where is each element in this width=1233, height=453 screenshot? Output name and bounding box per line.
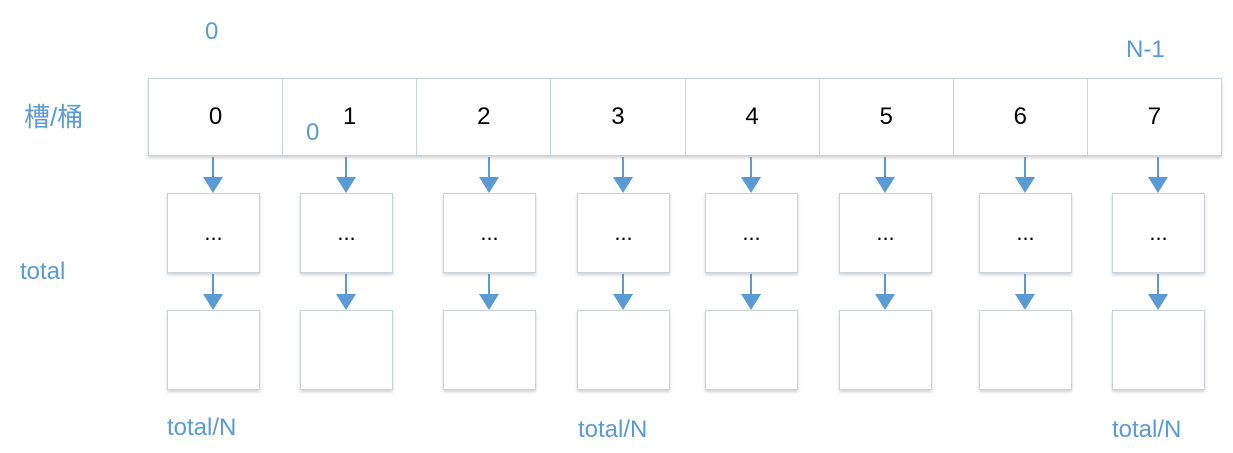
arrow-down [875, 274, 895, 310]
bottom-box [443, 310, 536, 390]
middle-box: ... [577, 193, 670, 273]
arrow-down [613, 157, 633, 193]
top-zero-label: 0 [205, 18, 219, 45]
slot-0: 0 [148, 78, 283, 156]
arrow-down [1148, 274, 1168, 310]
total-n-label-right: total/N [1112, 416, 1182, 443]
bottom-box [1112, 310, 1205, 390]
middle-box: ... [1112, 193, 1205, 273]
bottom-box [577, 310, 670, 390]
total-n-label-mid: total/N [578, 416, 648, 443]
total-n-label-left: total/N [167, 414, 237, 441]
bucket-row: 0 1 2 3 4 5 6 7 [148, 78, 1222, 156]
middle-box: ... [300, 193, 393, 273]
middle-box: ... [839, 193, 932, 273]
middle-box: ... [167, 193, 260, 273]
slot-1: 1 [282, 78, 417, 156]
bottom-box [705, 310, 798, 390]
slot-5: 5 [818, 78, 953, 156]
arrow-down [203, 274, 223, 310]
arrow-down [203, 157, 223, 193]
arrow-down [479, 157, 499, 193]
arrow-down [479, 274, 499, 310]
arrow-down [1015, 157, 1035, 193]
bottom-box [300, 310, 393, 390]
bottom-box [839, 310, 932, 390]
arrow-down [875, 157, 895, 193]
middle-box: ... [443, 193, 536, 273]
arrow-down [613, 274, 633, 310]
bottom-box [167, 310, 260, 390]
total-label: total [20, 258, 66, 285]
slot-2: 2 [416, 78, 551, 156]
arrow-down [1015, 274, 1035, 310]
middle-box: ... [979, 193, 1072, 273]
arrow-down [741, 274, 761, 310]
slot-7: 7 [1086, 78, 1222, 156]
row-label: 槽/桶 [24, 102, 84, 132]
bottom-box [979, 310, 1072, 390]
inner-zero-label: 0 [306, 119, 320, 146]
middle-box: ... [705, 193, 798, 273]
slot-6: 6 [952, 78, 1087, 156]
arrow-down [336, 274, 356, 310]
slot-4: 4 [684, 78, 819, 156]
slot-3: 3 [550, 78, 685, 156]
arrow-down [1148, 157, 1168, 193]
arrow-down [336, 157, 356, 193]
n-minus-1-label: N-1 [1126, 36, 1165, 63]
arrow-down [741, 157, 761, 193]
